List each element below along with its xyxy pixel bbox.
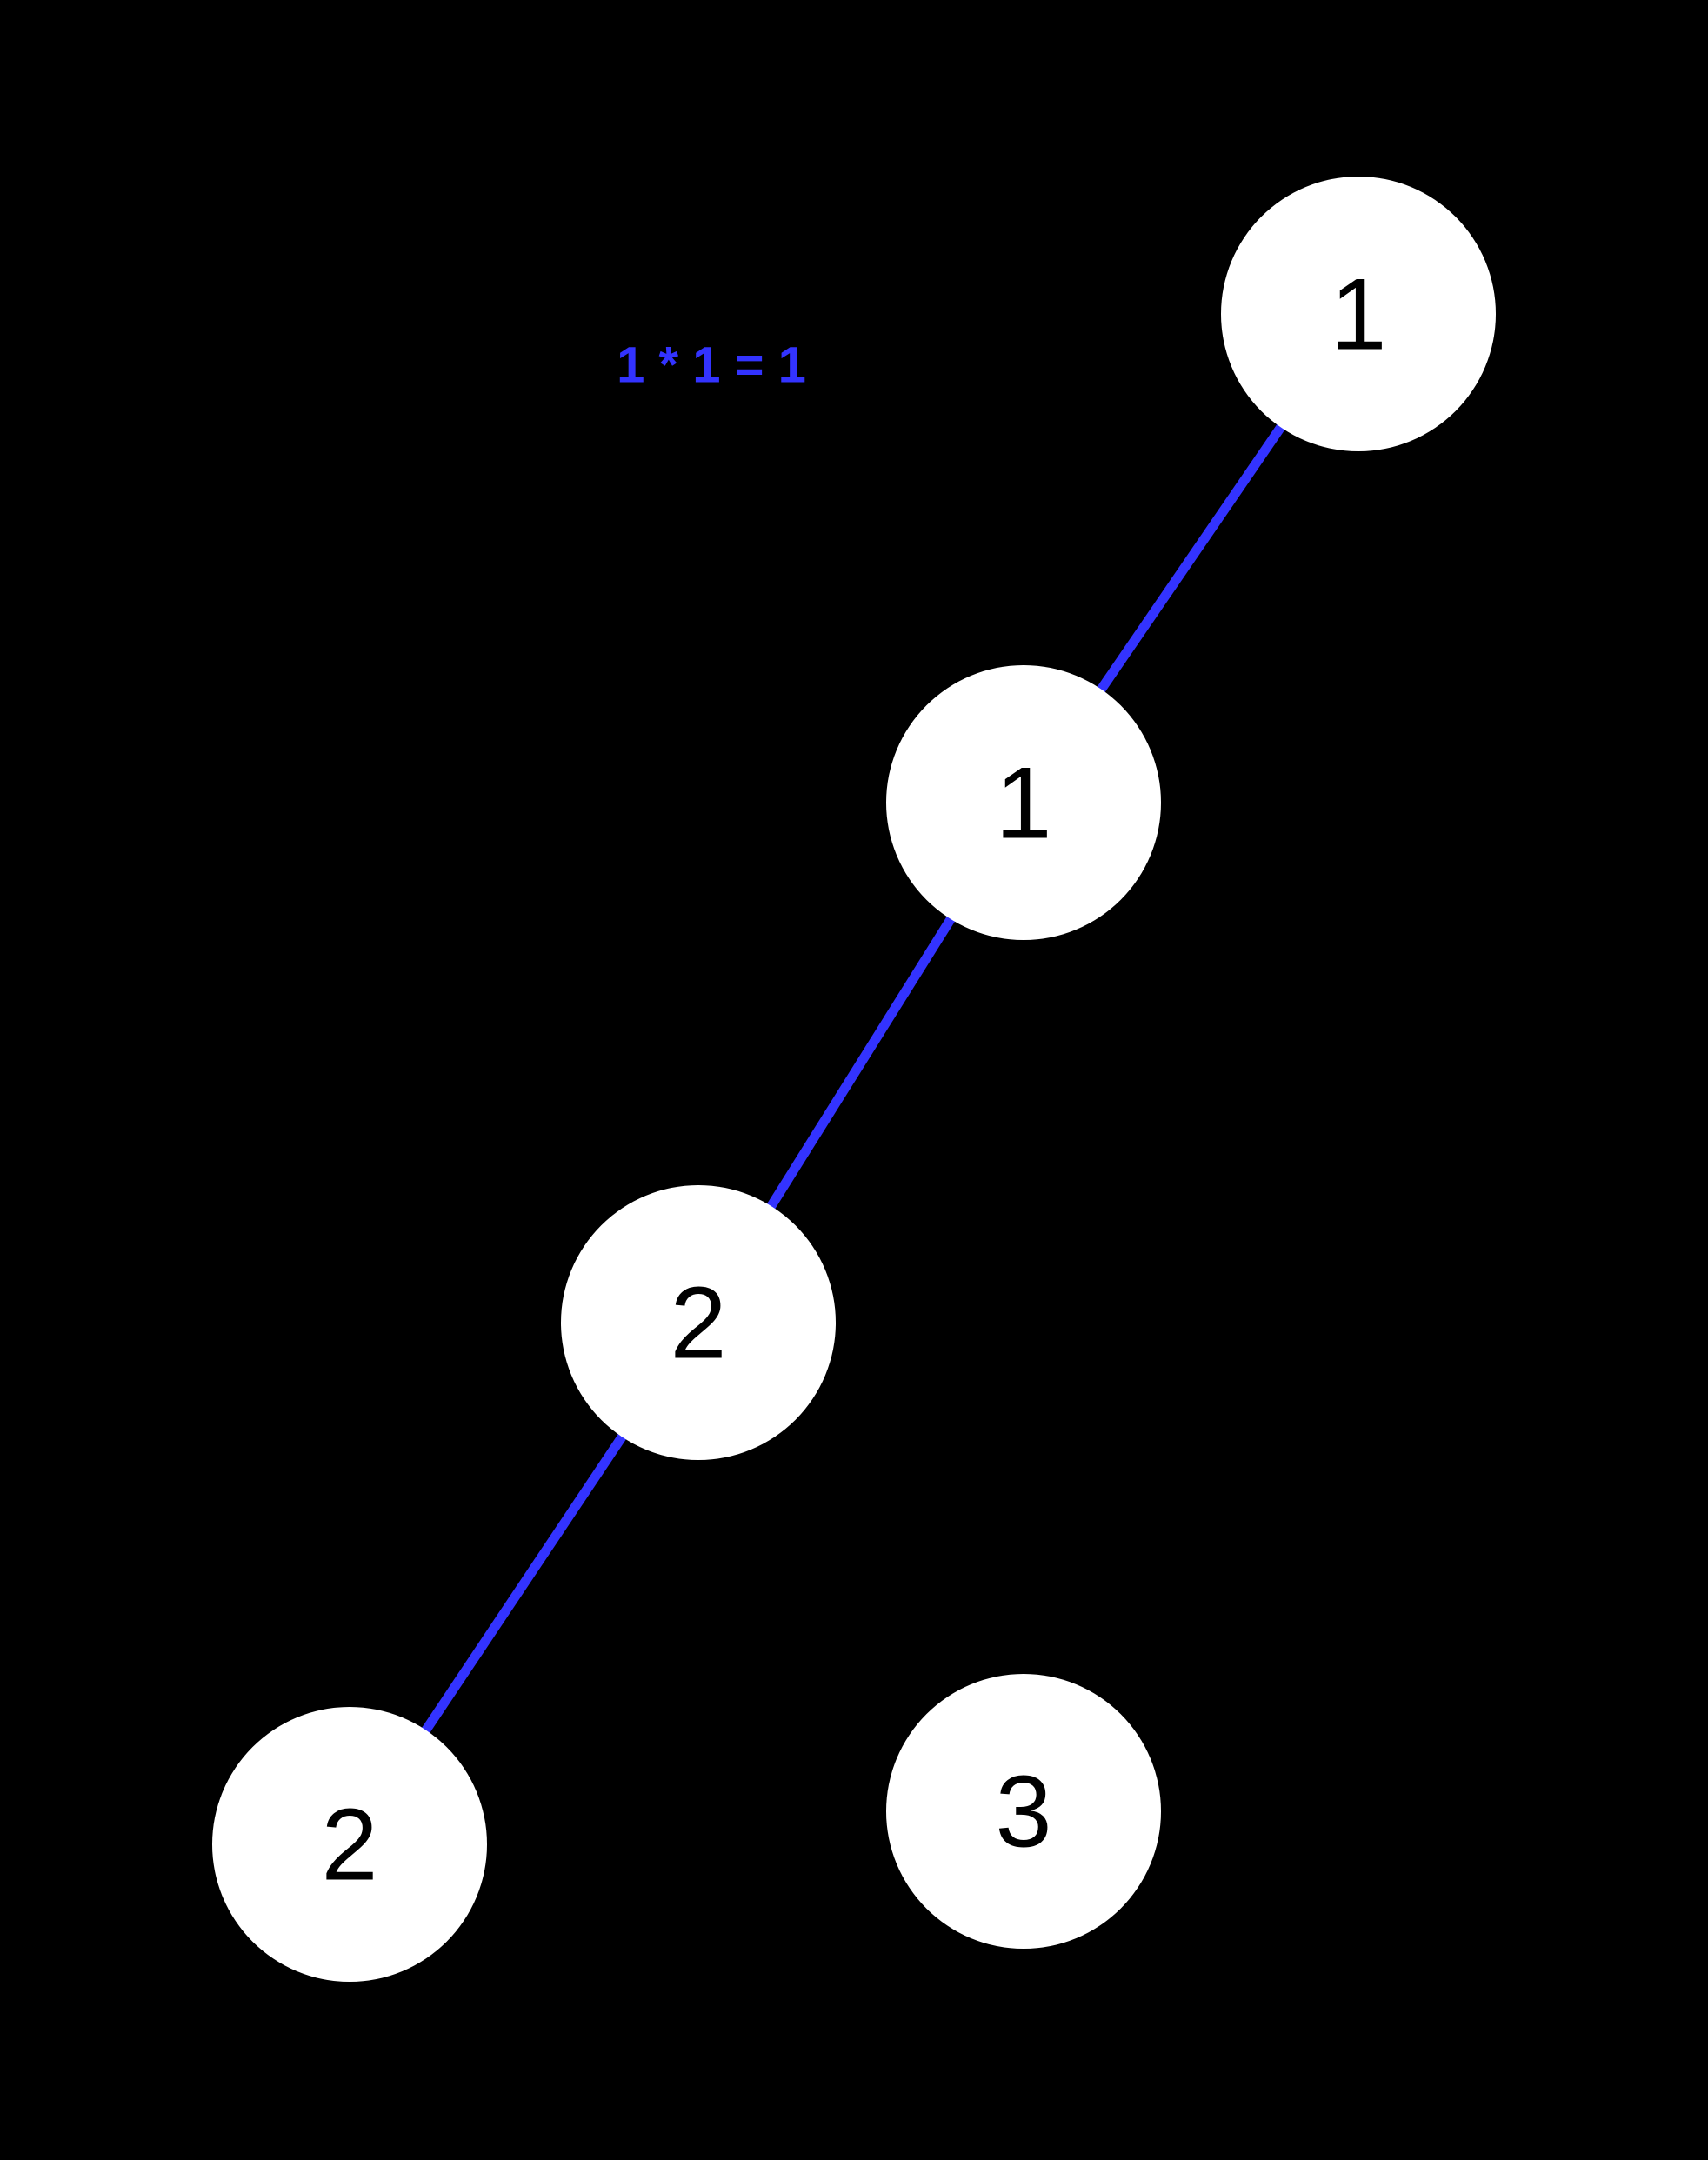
node-circle[interactable] [886,1674,1161,1949]
node-value-label: 1 [1330,257,1386,371]
node-circle[interactable] [212,1707,487,1982]
node-value-label: 2 [321,1788,377,1902]
node-circle[interactable] [561,1185,836,1460]
expression-annotation: 1 * 1 = 1 [617,337,806,394]
node-circle[interactable] [1221,177,1496,451]
edges-layer [345,310,1363,1848]
node-value-label: 1 [995,746,1051,860]
graph-node[interactable]: 2 [561,1185,836,1460]
node-value-label: 2 [670,1266,726,1380]
node-value-label: 3 [995,1755,1051,1869]
graph-node[interactable]: 3 [886,1674,1161,1949]
nodes-layer: 1 1 2 2 3 [212,177,1496,1982]
node-circle[interactable] [886,665,1161,940]
graph-node[interactable]: 1 [1221,177,1496,451]
graph-node[interactable]: 2 [212,1707,487,1982]
graph-node[interactable]: 1 [886,665,1161,940]
annotations-layer: 1 * 1 = 1 [617,337,806,394]
